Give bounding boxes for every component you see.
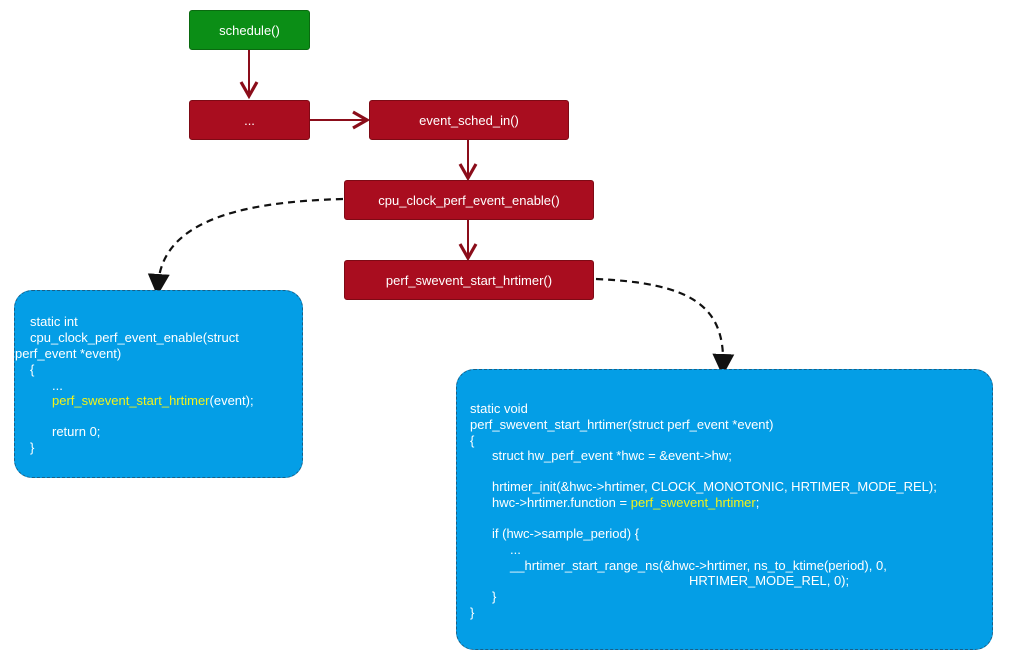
event-sched-in-label: event_sched_in(): [419, 112, 519, 128]
code-line-call: perf_swevent_start_hrtimer(event);: [52, 393, 254, 409]
code-line: cpu_clock_perf_event_enable(struct: [30, 330, 239, 345]
perf-swevent-start-hrtimer-label: perf_swevent_start_hrtimer(): [385, 272, 553, 288]
code-line: ...: [52, 378, 63, 393]
code-fragment: ;: [755, 495, 760, 510]
code-line: {: [470, 433, 475, 448]
cpu-clock-code-block: static int cpu_clock_perf_event_enable(s…: [14, 290, 303, 478]
code-line: perf_swevent_start_hrtimer(struct perf_e…: [470, 417, 774, 432]
code-line: {: [30, 362, 35, 377]
ellipsis-node: ...: [189, 100, 310, 140]
perf-swevent-start-hrtimer-node: perf_swevent_start_hrtimer(): [344, 260, 594, 300]
dashed-edge-cpu-clock-to-code: [147, 197, 344, 296]
code-fragment: (event);: [209, 393, 254, 408]
ellipsis-label: ...: [244, 112, 255, 128]
cpu-clock-enable-node: cpu_clock_perf_event_enable(): [344, 180, 594, 220]
code-line: if (hwc->sample_period) {: [492, 526, 640, 541]
code-line: return 0;: [52, 424, 101, 439]
code-line: static int: [30, 314, 78, 329]
code-line: static void: [470, 401, 528, 416]
schedule-node: schedule(): [189, 10, 310, 50]
code-line: HRTIMER_MODE_REL, 0);: [689, 573, 850, 588]
schedule-label: schedule(): [219, 22, 280, 38]
cpu-clock-enable-label: cpu_clock_perf_event_enable(): [378, 192, 560, 208]
code-line: ...: [510, 542, 521, 557]
event-sched-in-node: event_sched_in(): [369, 100, 569, 140]
code-line-assign: hwc->hrtimer.function = perf_swevent_hrt…: [492, 495, 759, 511]
code-line: hrtimer_init(&hwc->hrtimer, CLOCK_MONOTO…: [492, 479, 937, 494]
code-line: perf_event *event): [15, 346, 122, 361]
code-fragment: hwc->hrtimer.function =: [492, 495, 631, 510]
dashed-edge-start-hrtimer-to-code: [595, 277, 735, 376]
highlighted-function: perf_swevent_start_hrtimer: [52, 393, 210, 408]
code-line: }: [30, 440, 35, 455]
code-line: }: [492, 589, 497, 604]
code-line: struct hw_perf_event *hwc = &event->hw;: [492, 448, 732, 463]
start-hrtimer-code-block: static void perf_swevent_start_hrtimer(s…: [456, 369, 993, 650]
highlighted-function: perf_swevent_hrtimer: [630, 495, 756, 510]
code-line: }: [470, 605, 475, 620]
code-line: __hrtimer_start_range_ns(&hwc->hrtimer, …: [510, 558, 887, 573]
